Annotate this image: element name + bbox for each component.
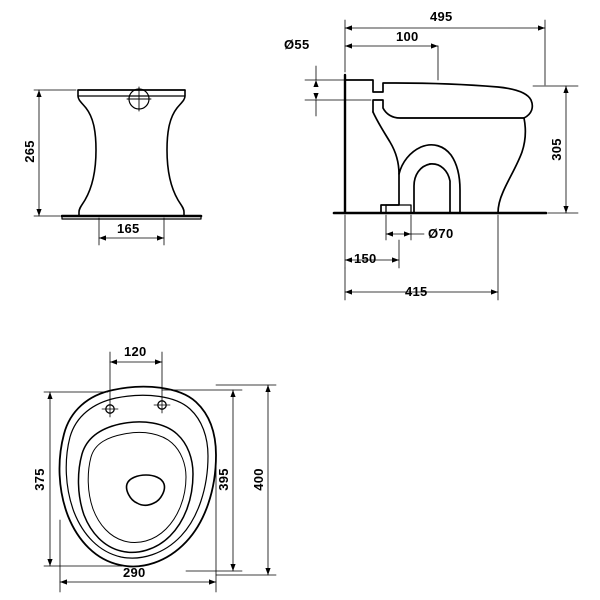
side-total-length-label: 495 xyxy=(430,9,453,24)
plan-total-length-dimension xyxy=(215,384,277,576)
side-inlet-diameter-label: Ø55 xyxy=(284,37,310,52)
side-height-dimension xyxy=(532,85,579,214)
side-section-view xyxy=(332,73,548,215)
top-plan-view xyxy=(58,385,217,568)
plan-total-length-label: 400 xyxy=(250,468,266,491)
side-outlet-offset-label: 150 xyxy=(354,251,377,266)
plan-seat-length-label: 395 xyxy=(215,468,231,491)
front-height-label: 265 xyxy=(21,140,37,163)
plan-width-label: 375 xyxy=(31,468,47,491)
front-base-width-dimension xyxy=(98,217,165,246)
side-outlet-diameter-label: Ø70 xyxy=(428,226,454,241)
side-total-length-dimension xyxy=(344,19,546,86)
side-height-label: 305 xyxy=(548,138,564,161)
side-base-length-dimension xyxy=(344,214,499,301)
plan-fixing-centres-label: 120 xyxy=(124,344,147,359)
side-inlet-offset-label: 100 xyxy=(396,29,419,44)
plan-width-dimension xyxy=(43,391,123,567)
front-base-width-label: 165 xyxy=(117,221,140,236)
plan-bowl-width-dimension xyxy=(59,459,217,593)
plan-seat-length-dimension xyxy=(161,389,243,572)
side-base-length-label: 415 xyxy=(405,284,428,299)
side-inlet-diameter-dimension xyxy=(304,65,372,117)
plan-fixing-centres-dimension xyxy=(109,351,163,402)
front-elevation-view xyxy=(60,86,203,220)
side-inlet-offset-dimension xyxy=(344,43,439,81)
side-outlet-offset-dimension xyxy=(344,214,400,269)
plan-bowl-width-label: 290 xyxy=(123,565,146,580)
side-outlet-diameter-dimension xyxy=(385,214,425,241)
front-height-dimension xyxy=(33,89,77,217)
